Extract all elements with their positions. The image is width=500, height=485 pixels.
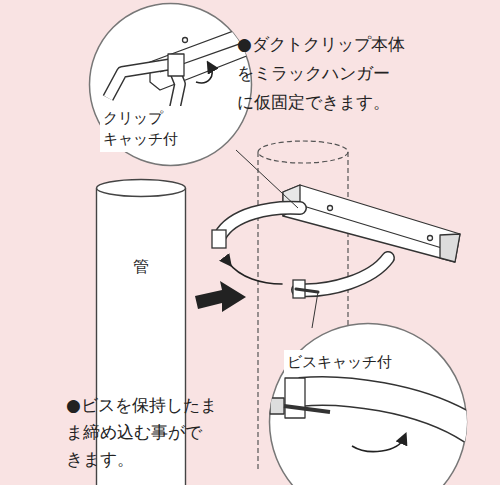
inset-circle-node: ビスキャッチ付 (268, 322, 468, 485)
inset-circle-shape (90, 4, 252, 166)
insert-arrow (195, 281, 246, 312)
clip-flange (293, 280, 305, 298)
pipe-label: 管 (95, 256, 187, 278)
duct-clip (212, 208, 388, 298)
rail-bracket (440, 234, 460, 262)
pipe-top (97, 180, 186, 197)
inset-circle-node: クリップ キャッチ付 (88, 2, 253, 167)
clip-flange (212, 230, 226, 248)
leader-line (236, 150, 298, 208)
rail-body (283, 185, 460, 262)
rotate-arrow (228, 262, 282, 284)
hanger-rail (283, 185, 460, 262)
rail-hole (428, 236, 433, 241)
inset-circle-shape (270, 324, 467, 485)
leader-line (312, 292, 318, 328)
ghost-pipe-top (258, 141, 348, 163)
inset-circle-outline (268, 322, 468, 485)
clip-screw (296, 289, 318, 292)
rail-edge (300, 205, 455, 252)
note-text: ●ダクトクリップ本体 をミラックハンガー に仮固定できます。 (237, 30, 442, 117)
clip-band-front (298, 258, 388, 290)
clip-band-front-fill (298, 258, 388, 290)
ghost-pipe-side (257, 152, 258, 470)
inset-circle-label: クリップ キャッチ付 (100, 106, 190, 152)
rail-end (283, 185, 300, 216)
clip-band-back-fill (220, 208, 300, 236)
rail-hole (328, 206, 333, 211)
clip-band-back (220, 208, 300, 236)
note-text: ●ビスを保持したま ま締め込む事がで きます。 (66, 392, 251, 473)
inset-circle-label: ビスキャッチ付 (284, 350, 420, 375)
